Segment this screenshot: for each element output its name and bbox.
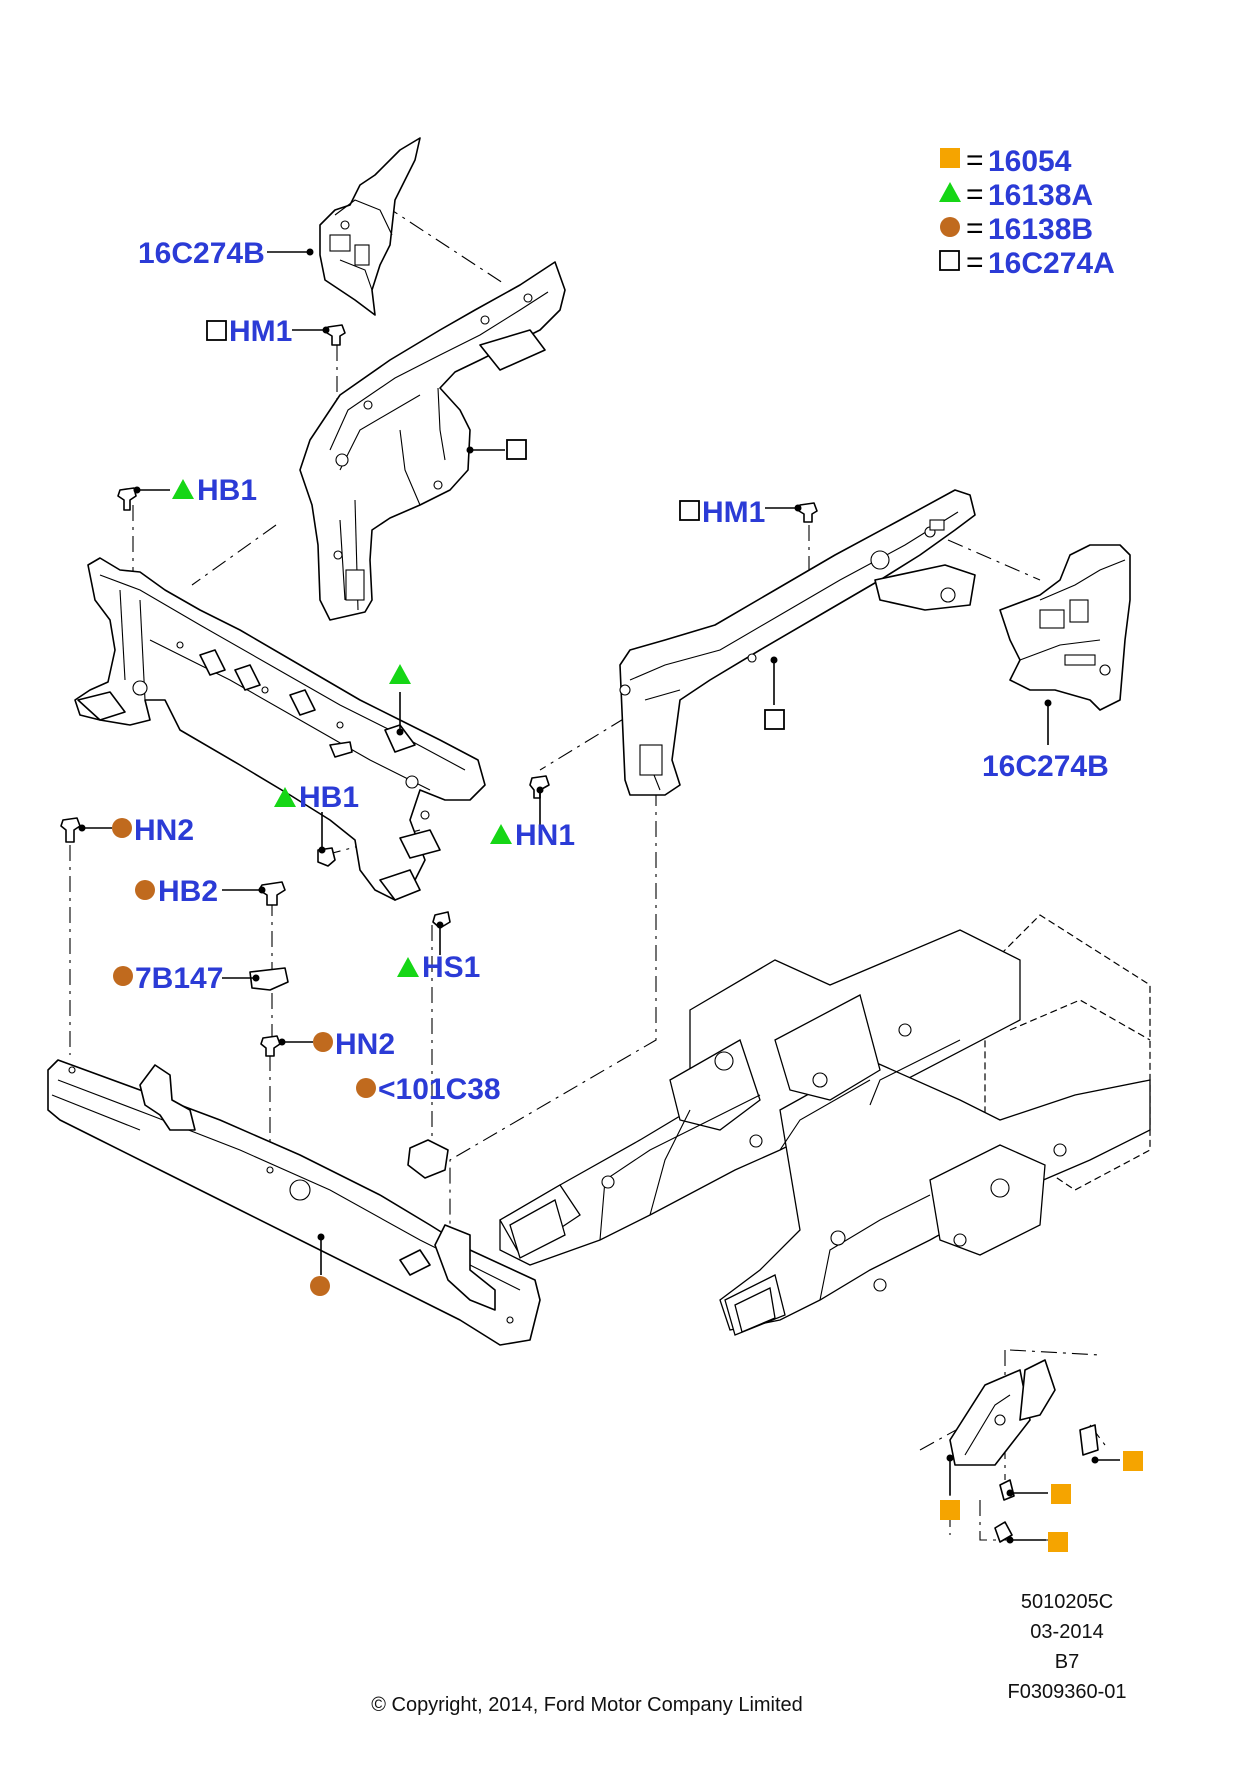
square-outline-icon <box>764 709 785 730</box>
square-orange-icon <box>1048 1532 1068 1552</box>
triangle-green-icon <box>172 479 194 499</box>
legend-eq: = <box>966 178 984 211</box>
legend-code-16c274a: 16C274A <box>988 247 1115 280</box>
label-16c274b-right: 16C274B <box>982 750 1109 783</box>
callout-markers <box>112 320 1143 1552</box>
drawing-date: 03-2014 <box>1030 1621 1103 1643</box>
circle-brown-icon <box>112 818 132 838</box>
lower-crossmember <box>47 1059 541 1346</box>
left-bracket-16c274b <box>319 137 421 316</box>
label-16c274b-left: 16C274B <box>138 237 265 270</box>
callout-labels: 16C274B HM1 HB1 HM1 16C274B HB1 HN2 HN1 … <box>134 237 1109 1106</box>
triangle-green-icon <box>389 664 411 684</box>
legend-code-16054: 16054 <box>988 145 1072 178</box>
label-7b147: 7B147 <box>135 962 223 995</box>
square-outline-icon <box>679 500 700 521</box>
triangle-green-icon <box>274 787 296 807</box>
hm1-bolt-right <box>798 502 818 523</box>
label-hb2: HB2 <box>158 875 218 908</box>
label-hm1-right: HM1 <box>702 496 765 529</box>
drawing-section: B7 <box>1055 1651 1079 1673</box>
square-outline-icon <box>206 320 227 341</box>
fasteners-lower <box>60 817 449 1179</box>
fasteners-upper <box>117 487 550 929</box>
legend-code-16138b: 16138B <box>988 213 1093 246</box>
label-hn2-mid: HN2 <box>335 1028 395 1061</box>
label-hs1: HS1 <box>422 951 480 984</box>
right-bracket-16c274b <box>999 544 1131 711</box>
circle-brown-icon <box>113 966 133 986</box>
label-hn1: HN1 <box>515 819 575 852</box>
hm1-bolt-left <box>326 324 346 346</box>
callout-leaders <box>78 248 1120 1544</box>
left-radiator-support-rail <box>299 261 566 621</box>
drawing-file-id: F0309360-01 <box>1008 1681 1127 1703</box>
circle-brown-icon <box>310 1276 330 1296</box>
circle-brown-icon <box>135 880 155 900</box>
drawing-ref-number: 5010205C <box>1021 1591 1113 1613</box>
triangle-green-icon <box>490 824 512 844</box>
vehicle-frame-assembly <box>499 914 1151 1336</box>
legend-eq: = <box>966 246 984 279</box>
square-orange-icon <box>940 1500 960 1520</box>
legend: = 16054 = 16138A = 16138B = 16C274A <box>939 144 1115 280</box>
copyright-notice: © Copyright, 2014, Ford Motor Company Li… <box>371 1694 803 1716</box>
square-outline-icon <box>506 439 527 460</box>
circle-brown-icon <box>313 1032 333 1052</box>
legend-square-orange-icon <box>940 148 960 168</box>
legend-triangle-green-icon <box>939 182 961 202</box>
right-radiator-support-rail <box>619 489 976 796</box>
legend-code-16138a: 16138A <box>988 179 1093 212</box>
label-hb1-mid: HB1 <box>299 781 359 814</box>
legend-circle-brown-icon <box>940 217 960 237</box>
label-hb1-top: HB1 <box>197 474 257 507</box>
label-hm1-left: HM1 <box>229 315 292 348</box>
upper-crossmember <box>74 557 486 901</box>
square-orange-icon <box>1123 1451 1143 1471</box>
rear-bracket-assembly <box>919 1349 1106 1543</box>
legend-eq: = <box>966 144 984 177</box>
legend-square-outline-icon <box>939 250 960 271</box>
triangle-green-icon <box>397 957 419 977</box>
label-101c38: <101C38 <box>378 1073 501 1106</box>
circle-brown-icon <box>356 1078 376 1098</box>
square-orange-icon <box>1051 1484 1071 1504</box>
legend-eq: = <box>966 212 984 245</box>
footer: 5010205C 03-2014 B7 F0309360-01 © Copyri… <box>371 1591 1126 1716</box>
label-hn2-top: HN2 <box>134 814 194 847</box>
